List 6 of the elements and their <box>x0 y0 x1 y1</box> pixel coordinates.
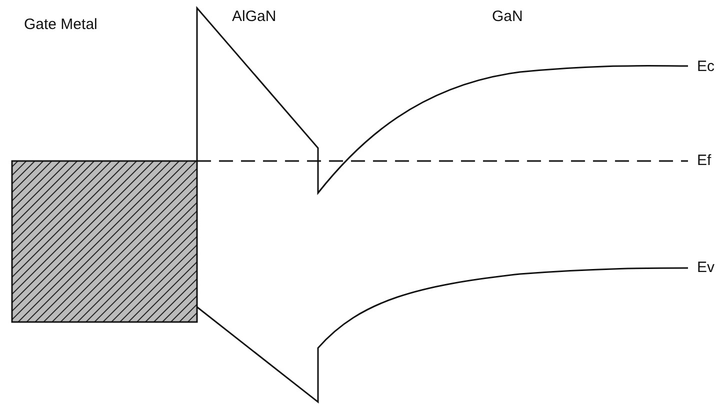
region-label: Gate Metal <box>24 16 98 33</box>
region-label: AlGaN <box>232 8 276 25</box>
band-label: Ef <box>697 152 712 169</box>
band-label: Ec <box>697 58 715 75</box>
band-label: Ev <box>697 259 715 276</box>
region-label: GaN <box>492 8 523 25</box>
